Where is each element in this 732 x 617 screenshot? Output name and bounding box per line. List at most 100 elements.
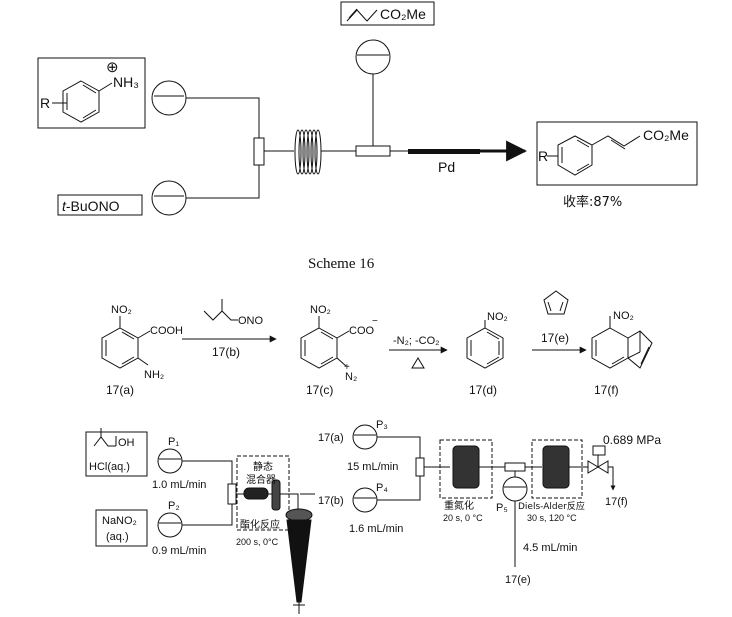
c-coo: COO <box>349 325 375 337</box>
p3-label: P₃ <box>376 419 388 431</box>
p4-label: P₄ <box>376 482 388 494</box>
flow2-label: 0.9 mL/min <box>152 545 206 557</box>
f-id: 17(f) <box>594 383 619 397</box>
product-co2me: CO₂Me <box>643 127 689 143</box>
anilinium-ring <box>62 80 100 123</box>
separatory-funnel <box>286 519 312 603</box>
diazotization-box <box>439 439 493 499</box>
pump-p4 <box>352 487 378 513</box>
ring-17e <box>543 290 569 315</box>
pd-cartridge <box>408 149 480 154</box>
c-coo-charge: − <box>372 316 378 327</box>
flow5-label: 4.5 mL/min <box>523 542 577 554</box>
anilinium-box <box>37 57 146 129</box>
bpr-gauge <box>592 445 606 456</box>
output-line <box>608 466 616 491</box>
esterification-box <box>236 455 290 531</box>
d-no2: NO₂ <box>487 311 508 323</box>
feed-17b: 17(b) <box>318 495 344 507</box>
pump-p5 <box>502 476 528 502</box>
nitrite-salt-box <box>95 509 148 547</box>
nitrite-label: t-BuONO <box>62 198 120 214</box>
nitrite-box <box>57 194 143 216</box>
pump-p3 <box>352 424 378 450</box>
product-box <box>536 121 698 186</box>
anilinium-charge: ⊕ <box>106 59 119 76</box>
f-no2: NO₂ <box>613 310 634 322</box>
mixer-label-2: 混合器 <box>246 473 276 486</box>
c-n2: N₂ <box>345 371 357 383</box>
p5-label: P₅ <box>496 502 508 514</box>
acrylate-label: CO₂Me <box>380 6 426 22</box>
coil-esterification <box>271 479 281 511</box>
pd-label: Pd <box>438 159 455 175</box>
t-mixer-p5 <box>504 462 526 472</box>
step-conditions: -N₂; -CO₂ <box>393 335 439 347</box>
flow1-label: 1.0 mL/min <box>152 479 206 491</box>
diels-alder-box <box>531 439 583 499</box>
scheme16-caption: Scheme 16 <box>308 256 375 272</box>
static-mixer <box>243 487 269 500</box>
output-17f: 17(f) <box>605 496 628 508</box>
feed-17a: 17(a) <box>318 432 344 444</box>
acrylate-box <box>340 1 435 26</box>
nano2-label: NaNO₂ <box>102 515 137 527</box>
ring-17f <box>591 327 629 369</box>
anilinium-nh3: NH₃ <box>113 74 139 90</box>
a-no2: NO₂ <box>111 304 132 316</box>
c-n2-plus: + <box>344 362 350 373</box>
t-mixer-p12 <box>227 483 237 505</box>
a-id: 17(a) <box>106 383 134 397</box>
coil-diazotization <box>452 445 480 489</box>
acrylate-vinyl <box>346 9 378 22</box>
alcohol-box <box>85 431 148 477</box>
mixer-label-1: 静态 <box>253 460 273 473</box>
pump-aniline <box>151 80 187 116</box>
coil-reactor-1 <box>294 129 322 175</box>
hcl-label: HCl(aq.) <box>89 461 130 473</box>
a-cooh: COOH <box>150 325 183 337</box>
e-id: 17(e) <box>541 331 569 345</box>
separatory-funnel-top <box>285 508 313 522</box>
t-mixer-p34 <box>415 457 425 477</box>
flow3-label: 15 mL/min <box>347 461 398 473</box>
pump-p2 <box>157 512 183 538</box>
diels-alder-conditions: 30 s, 120 °C <box>527 513 577 523</box>
p2-label: P₂ <box>168 500 180 512</box>
t-mixer-1 <box>253 137 265 166</box>
yield-label: 收率:87% <box>563 194 622 210</box>
pump-p1 <box>157 448 183 474</box>
diazotization-conditions: 20 s, 0 °C <box>443 513 483 523</box>
product-r: R <box>538 148 548 164</box>
esterification-conditions: 200 s, 0°C <box>236 537 279 547</box>
oh-label: OH <box>118 437 135 449</box>
c-no2: NO₂ <box>310 304 331 316</box>
b-ono: ONO <box>238 315 264 327</box>
reagent-17b-chain <box>203 299 223 321</box>
coil-diels-alder <box>542 445 570 489</box>
heat-symbol <box>411 357 425 369</box>
bpr-valve <box>587 460 599 474</box>
aq-label: (aq.) <box>106 531 129 543</box>
ring-17c <box>300 327 338 369</box>
a-nh2: NH₂ <box>144 369 164 381</box>
diazotization-label: 重氮化 <box>444 499 474 512</box>
pressure-label: 0.689 MPa <box>603 433 661 447</box>
product-ring <box>557 135 593 176</box>
c-id: 17(c) <box>306 383 333 397</box>
pump-acrylate <box>355 39 391 75</box>
esterification-label: 酯化反应 <box>240 518 280 531</box>
bicycle-17f <box>627 330 653 369</box>
flow4-label: 1.6 mL/min <box>349 523 403 535</box>
d-id: 17(d) <box>469 383 497 397</box>
ring-17a <box>101 327 139 369</box>
pump-nitrite <box>151 180 187 216</box>
t-mixer-2 <box>355 145 391 157</box>
p1-label: P₁ <box>168 436 179 448</box>
diels-alder-label: Diels-Alder反应 <box>518 500 585 512</box>
b-id: 17(b) <box>212 345 240 359</box>
feed-17e: 17(e) <box>505 574 531 586</box>
anilinium-r: R <box>40 95 50 111</box>
ring-17d <box>466 327 504 369</box>
